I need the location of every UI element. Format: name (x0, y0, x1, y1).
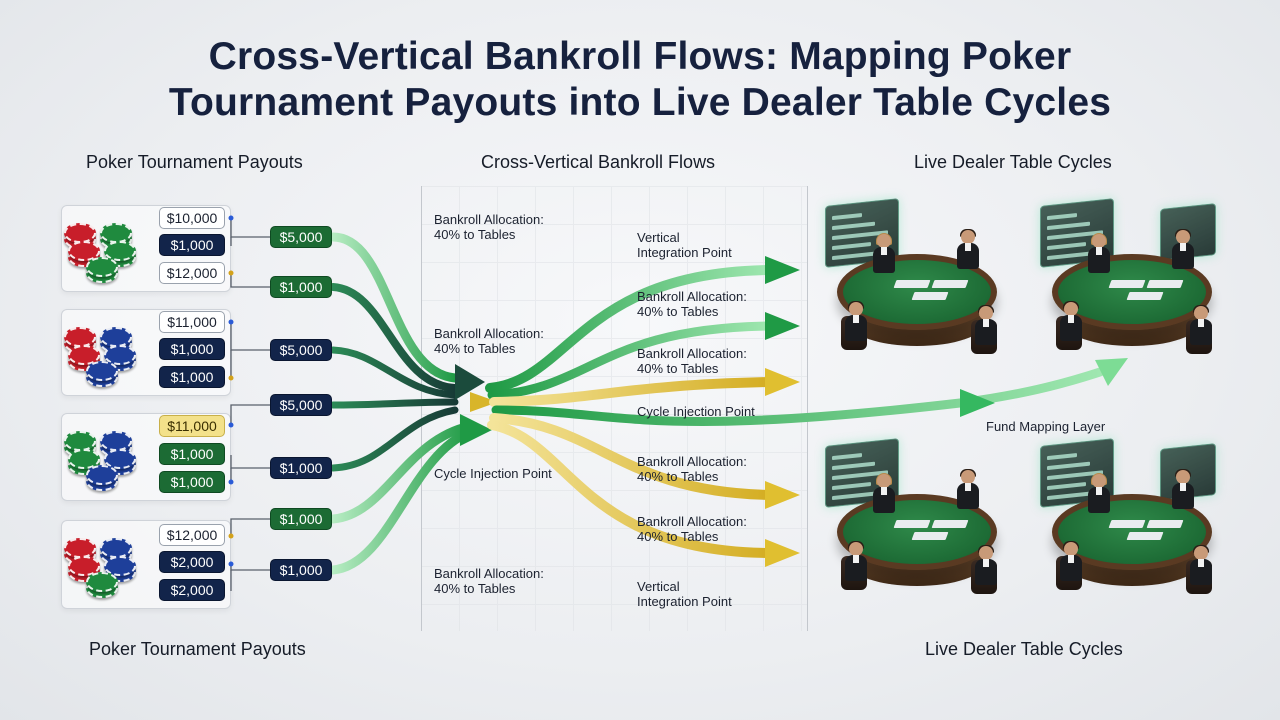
player-figure (845, 301, 867, 342)
payout-amount: $12,000 (159, 524, 225, 546)
playing-card (1126, 532, 1164, 540)
player-figure (1060, 301, 1082, 342)
payout-amount: $1,000 (159, 338, 225, 360)
dealer-table-1 (815, 196, 1005, 366)
dealer-table-2 (1030, 196, 1220, 366)
header-poker-payouts: Poker Tournament Payouts (86, 152, 303, 172)
label-vertical-integration-2: Vertical Integration Point (637, 579, 732, 609)
header-live-dealer: Live Dealer Table Cycles (914, 152, 1112, 172)
player-figure (1190, 545, 1212, 586)
poker-chip (86, 257, 118, 277)
header-bankroll-flows: Cross-Vertical Bankroll Flows (481, 152, 716, 172)
label-allocation-4: Bankroll Allocation: 40% to Tables (637, 289, 747, 319)
label-allocation-6: Bankroll Allocation: 40% to Tables (637, 454, 747, 484)
playing-card (931, 280, 969, 288)
label-vertical-integration-1: Vertical Integration Point (637, 230, 732, 260)
poker-chip (68, 449, 100, 469)
playing-card (1146, 280, 1184, 288)
dealer-figure (1172, 229, 1194, 270)
playing-card (931, 520, 969, 528)
target-arrowheads (765, 256, 1128, 567)
output-amount: $1,000 (270, 508, 332, 530)
label-cycle-injection-1: Cycle Injection Point (434, 466, 552, 481)
dealer-figure (1088, 233, 1110, 274)
hub-arrowheads (455, 364, 498, 446)
dealer-figure (1172, 469, 1194, 510)
divider-right (807, 186, 808, 631)
dealer-table-3 (815, 436, 1005, 606)
footer-poker-payouts: Poker Tournament Payouts (89, 639, 306, 659)
poker-chip (86, 465, 118, 485)
payout-amount: $2,000 (159, 579, 225, 601)
label-fund-mapping-layer: Fund Mapping Layer (986, 419, 1106, 434)
label-allocation-1: Bankroll Allocation: 40% to Tables (434, 212, 544, 242)
playing-card (911, 292, 949, 300)
player-figure (845, 541, 867, 582)
playing-card (1146, 520, 1184, 528)
output-amount: $5,000 (270, 394, 332, 416)
diverging-flows (485, 265, 1105, 558)
payout-amount: $11,000 (159, 311, 225, 333)
dealer-table-4 (1030, 436, 1220, 606)
chip-stack-icon (64, 209, 140, 283)
player-figure (975, 545, 997, 586)
output-amount: $5,000 (270, 226, 332, 248)
payout-amount: $10,000 (159, 207, 225, 229)
poker-chip (86, 572, 118, 592)
label-allocation-2: Bankroll Allocation: 40% to Tables (434, 326, 544, 356)
output-amount: $5,000 (270, 339, 332, 361)
output-amount: $1,000 (270, 559, 332, 581)
output-amount: $1,000 (270, 276, 332, 298)
playing-card (1126, 292, 1164, 300)
playing-card (893, 280, 931, 288)
page-title: Cross-Vertical Bankroll Flows: Mapping P… (0, 34, 1280, 126)
converging-flows (328, 232, 475, 575)
player-figure (1060, 541, 1082, 582)
playing-card (893, 520, 931, 528)
dealer-figure (1088, 473, 1110, 514)
footer-live-dealer: Live Dealer Table Cycles (925, 639, 1123, 659)
dealer-figure (873, 473, 895, 514)
payout-amount: $1,000 (159, 443, 225, 465)
poker-chip (104, 241, 136, 261)
payout-amount: $1,000 (159, 366, 225, 388)
label-allocation-7: Bankroll Allocation: 40% to Tables (637, 514, 747, 544)
dealer-figure (957, 469, 979, 510)
poker-chip (104, 449, 136, 469)
payout-amount: $1,000 (159, 471, 225, 493)
poker-chip (104, 345, 136, 365)
label-cycle-injection-2: Cycle Injection Point (637, 404, 755, 419)
chip-stack-icon (64, 313, 140, 387)
connector-lines (230, 218, 270, 591)
player-figure (1190, 305, 1212, 346)
playing-card (1108, 520, 1146, 528)
playing-card (1108, 280, 1146, 288)
chip-stack-icon (64, 417, 140, 491)
output-amount: $1,000 (270, 457, 332, 479)
dealer-figure (957, 229, 979, 270)
payout-amount: $1,000 (159, 234, 225, 256)
poker-chip (104, 556, 136, 576)
chip-stack-icon (64, 524, 140, 598)
playing-card (911, 532, 949, 540)
dealer-figure (873, 233, 895, 274)
poker-chip (86, 361, 118, 381)
poker-chip (68, 556, 100, 576)
divider-left (421, 186, 422, 631)
connector-dots (228, 215, 234, 567)
title-line-2: Tournament Payouts into Live Dealer Tabl… (168, 81, 1112, 124)
label-allocation-3: Bankroll Allocation: 40% to Tables (434, 566, 544, 596)
player-figure (975, 305, 997, 346)
payout-amount: $2,000 (159, 551, 225, 573)
label-allocation-5: Bankroll Allocation: 40% to Tables (637, 346, 747, 376)
title-line-1: Cross-Vertical Bankroll Flows: Mapping P… (208, 35, 1072, 78)
payout-amount: $11,000 (159, 415, 225, 437)
payout-amount: $12,000 (159, 262, 225, 284)
poker-chip (68, 241, 100, 261)
poker-chip (68, 345, 100, 365)
